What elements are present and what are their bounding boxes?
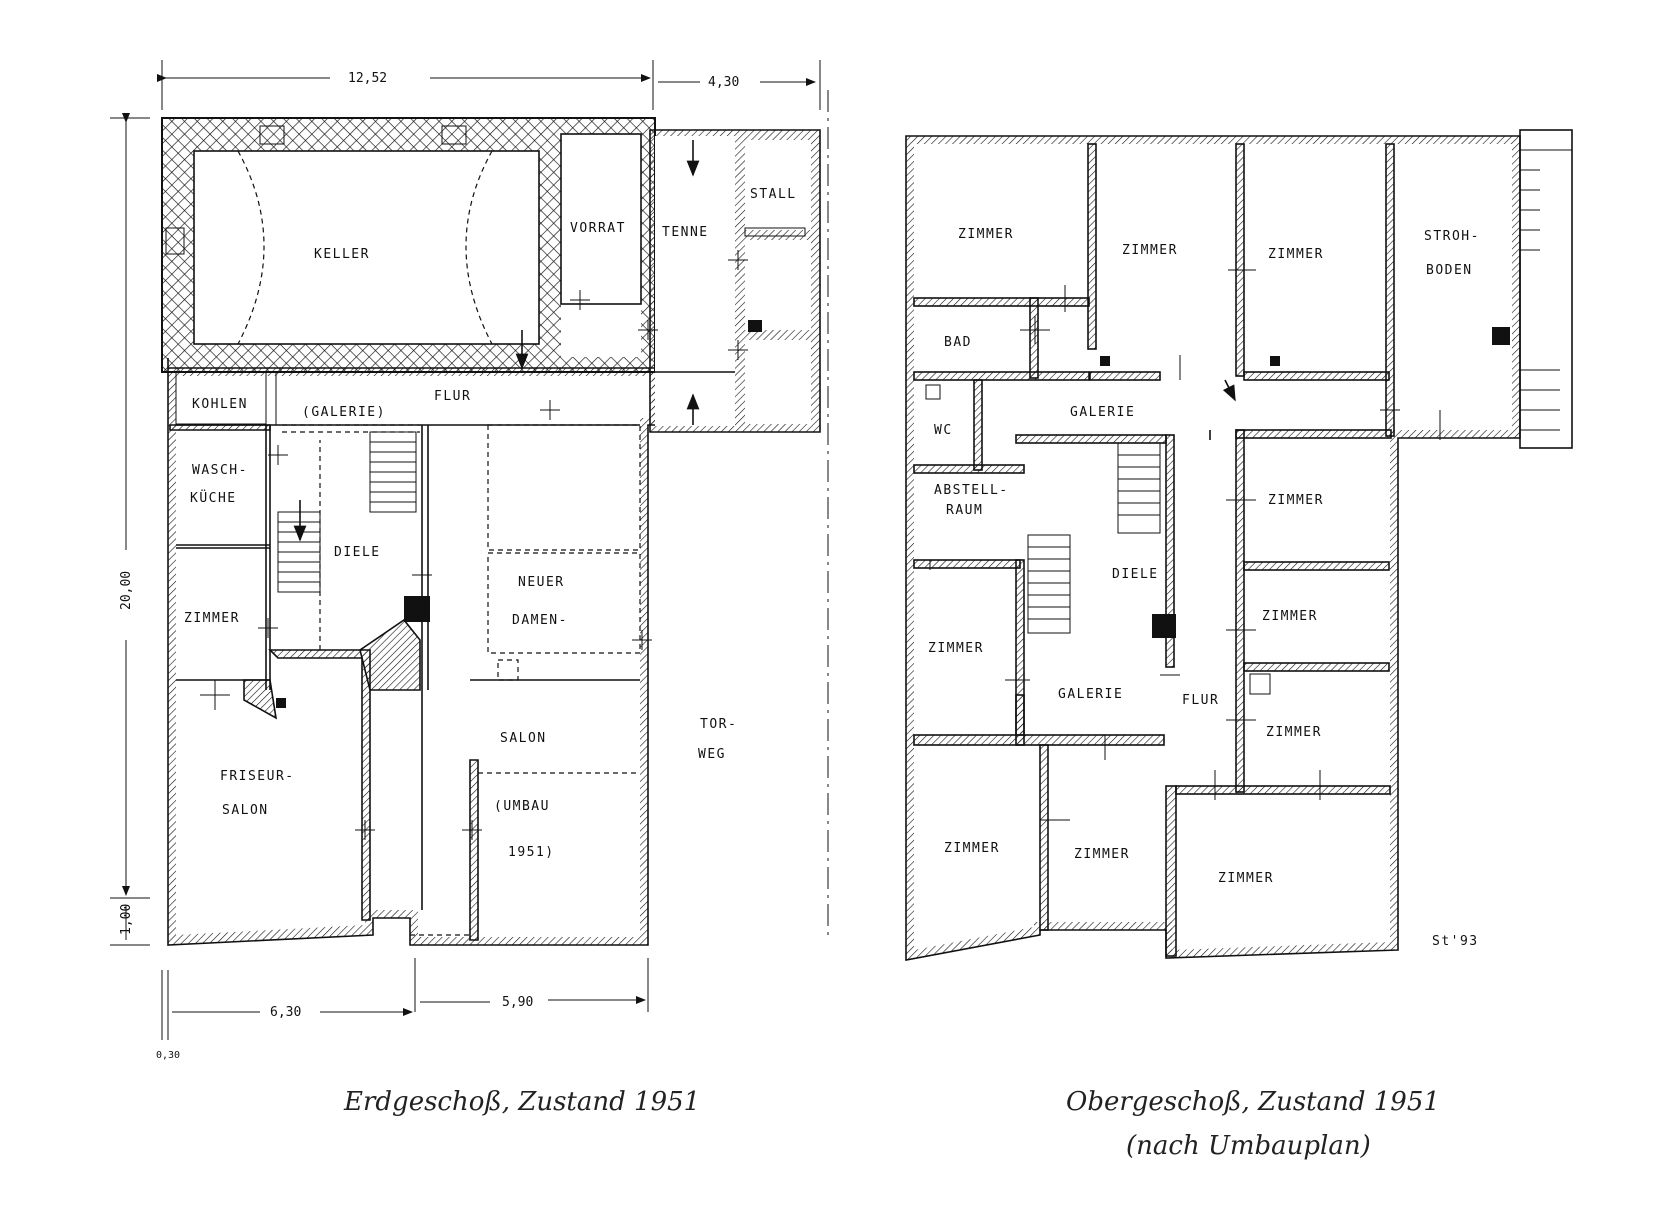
room-galerie: (GALERIE)	[302, 405, 386, 420]
room-upper-zimmer-r1: ZIMMER	[1268, 493, 1324, 508]
room-upper-zimmer-l: ZIMMER	[928, 641, 984, 656]
room-abstellraum-2: RAUM	[946, 503, 983, 518]
ground-floor-plan	[110, 60, 829, 1040]
room-upper-zimmer-tm: ZIMMER	[1122, 243, 1178, 258]
room-upper-zimmer-tl: ZIMMER	[958, 227, 1014, 242]
room-diele: DIELE	[334, 545, 381, 560]
room-tenne: TENNE	[662, 225, 709, 240]
room-upper-zimmer-r3: ZIMMER	[1266, 725, 1322, 740]
room-damen: DAMEN-	[512, 613, 568, 628]
upper-floor-caption-sub: (nach Umbauplan)	[1126, 1131, 1371, 1161]
dim-bottom-small: 0,30	[156, 1050, 180, 1061]
room-vorrat: VORRAT	[570, 221, 626, 236]
signature: St'93	[1432, 934, 1479, 949]
room-upper-zimmer-r2: ZIMMER	[1262, 609, 1318, 624]
room-upper-zimmer-bl: ZIMMER	[944, 841, 1000, 856]
dim-left-small: 1,00	[119, 904, 134, 935]
room-upper-diele: DIELE	[1112, 567, 1159, 582]
room-stall: STALL	[750, 187, 797, 202]
room-zimmer: ZIMMER	[184, 611, 240, 626]
room-keller: KELLER	[314, 247, 370, 262]
room-friseur-1: FRISEUR-	[220, 769, 295, 784]
dim-top-right: 4,30	[708, 75, 739, 90]
room-umbau-1: (UMBAU	[494, 799, 550, 814]
dim-bottom-left: 6,30	[270, 1005, 301, 1020]
room-upper-zimmer-tr: ZIMMER	[1268, 247, 1324, 262]
room-upper-flur: FLUR	[1182, 693, 1219, 708]
room-torweg-2: WEG	[698, 747, 726, 762]
room-strohboden-2: BODEN	[1426, 263, 1473, 278]
room-neuer: NEUER	[518, 575, 565, 590]
room-upper-galerie-mid: GALERIE	[1058, 687, 1123, 702]
room-umbau-2: 1951)	[508, 845, 555, 860]
dim-bottom-right: 5,90	[502, 995, 533, 1010]
room-torweg-1: TOR-	[700, 717, 737, 732]
room-wc: WC	[934, 423, 953, 438]
room-waschkueche-2: KÜCHE	[190, 489, 237, 506]
dim-left-height: 20,00	[119, 571, 134, 610]
dim-top-left: 12,52	[348, 71, 387, 86]
upper-floor-labels: ZIMMER ZIMMER ZIMMER STROH- BODEN BAD GA…	[928, 227, 1480, 1161]
room-upper-galerie-top: GALERIE	[1070, 405, 1135, 420]
room-strohboden-1: STROH-	[1424, 229, 1480, 244]
room-abstellraum-1: ABSTELL-	[934, 483, 1009, 498]
ground-floor-labels: 12,52 4,30 20,00 1,00 6,30 5,90 0,30 KEL…	[119, 71, 797, 1117]
room-upper-zimmer-br: ZIMMER	[1218, 871, 1274, 886]
room-kohlen: KOHLEN	[192, 397, 248, 412]
upper-floor-caption: Obergeschoß, Zustand 1951	[1066, 1087, 1440, 1117]
room-flur: FLUR	[434, 389, 471, 404]
dimension-lines	[110, 60, 829, 1040]
room-upper-zimmer-bm: ZIMMER	[1074, 847, 1130, 862]
room-bad: BAD	[944, 335, 972, 350]
upper-floor-plan: St'93	[905, 129, 1573, 961]
room-waschkueche-1: WASCH-	[192, 463, 248, 478]
room-salon: SALON	[500, 731, 547, 746]
ground-floor-caption: Erdgeschoß, Zustand 1951	[343, 1087, 700, 1117]
room-friseur-2: SALON	[222, 803, 269, 818]
